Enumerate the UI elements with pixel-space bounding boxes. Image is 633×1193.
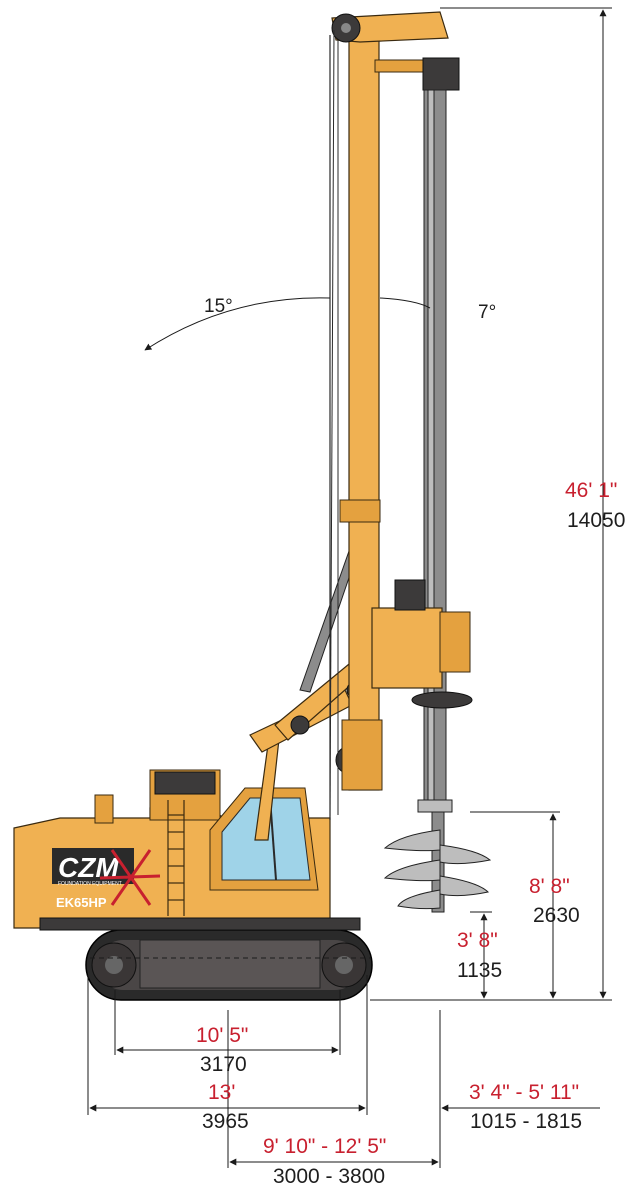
track-centers-imperial: 10' 5"	[196, 1024, 248, 1047]
auger	[383, 811, 492, 913]
hoist-rope	[329, 29, 335, 821]
mast	[329, 11, 460, 820]
brand-logo: CZM FOUNDATION EQUIPMENT EK65HP	[52, 848, 161, 910]
rig-machine: CZM FOUNDATION EQUIPMENT EK65HP	[13, 11, 492, 1001]
overall-height-imperial: 46' 1"	[565, 479, 617, 502]
dimension-labels: 46' 1" 14050 8' 8" 2630 3' 8" 1135 10' 5…	[196, 479, 625, 1188]
working-radius-metric: 3000 - 3800	[273, 1165, 385, 1188]
logo-tagline: FOUNDATION EQUIPMENT	[58, 881, 122, 887]
track-length-imperial: 13'	[208, 1081, 235, 1104]
track-length-metric: 3965	[202, 1110, 249, 1133]
working-radius-imperial: 9' 10" - 12' 5"	[263, 1135, 386, 1158]
upper-structure	[13, 769, 361, 931]
front-reach-imperial: 3' 4" - 5' 11"	[469, 1081, 579, 1104]
overall-height-metric: 14050	[567, 509, 625, 532]
ground-clearance-imperial: 3' 8"	[457, 929, 498, 952]
front-tilt-label: 7°	[478, 302, 496, 323]
auger-clearance-metric: 2630	[533, 904, 580, 927]
back-tilt-label: 15°	[204, 296, 233, 317]
front-reach-metric: 1015 - 1815	[470, 1110, 582, 1133]
track-centers-metric: 3170	[200, 1053, 247, 1076]
rotary-drive	[371, 579, 473, 709]
tilt-angle-indicators: 15° 7°	[144, 296, 496, 351]
model-badge: EK65HP	[56, 895, 107, 910]
ground-clearance-metric: 1135	[457, 959, 502, 982]
crawler-track	[85, 929, 373, 1001]
auger-clearance-imperial: 8' 8"	[529, 875, 570, 898]
dimension-lines	[87, 7, 612, 1168]
